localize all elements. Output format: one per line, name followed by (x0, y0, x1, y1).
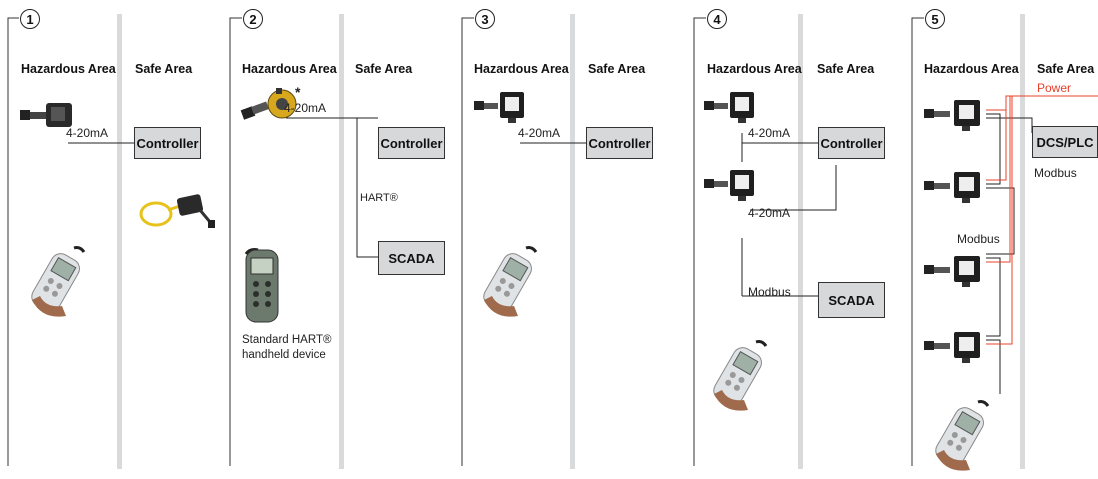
p2-hart-handheld-icon (244, 248, 279, 323)
p4-controller-box: Controller (818, 127, 885, 159)
p3-controller-box: Controller (586, 127, 653, 159)
p5-modbus-label-1: Modbus (1034, 166, 1077, 180)
p5-handheld-icon (935, 400, 990, 471)
p5-transmitter-1-icon (924, 100, 980, 131)
p2-handheld-label-1: Standard HART® (242, 334, 332, 346)
p2-hart-sensor-icon (240, 88, 297, 120)
panel-3-frame (461, 17, 474, 466)
p3-handheld-icon (483, 246, 538, 317)
p5-transmitter-3-icon (924, 256, 980, 287)
p5-power-2 (986, 96, 1007, 181)
p2-loop-label: 4-20mA (284, 101, 327, 115)
p4-modbus-label: Modbus (748, 285, 791, 299)
p4-transmitter-2-icon (704, 170, 754, 201)
p5-transmitter-4-icon (924, 332, 980, 363)
p5-safe-header: Safe Area (1037, 62, 1095, 76)
p3-loop-label: 4-20mA (518, 126, 561, 140)
panel-5-number: 5 (925, 9, 945, 29)
p5-modbus-label-2: Modbus (957, 232, 1000, 246)
p1-hazardous-header: Hazardous Area (21, 62, 116, 76)
panel-4-frame (693, 17, 706, 466)
p3-transmitter-icon (474, 92, 524, 123)
p2-asterisk: * (295, 84, 301, 100)
p2-hart-wire (356, 118, 378, 258)
p1-usb-modem-icon (139, 194, 215, 228)
panel-2-frame (229, 17, 242, 466)
p1-sensor-icon (20, 103, 72, 127)
p1-loop-label: 4-20mA (66, 126, 109, 140)
p4-hazardous-header: Hazardous Area (707, 62, 802, 76)
p2-hazardous-header: Hazardous Area (242, 62, 337, 76)
p5-power-label: Power (1037, 81, 1072, 95)
p4-transmitter-1-icon (704, 92, 754, 123)
divider-3 (570, 14, 575, 469)
divider-1 (117, 14, 122, 469)
p5-chain-1 (986, 113, 1001, 185)
p2-hart-label: HART® (360, 192, 398, 204)
p4-loop-label-1: 4-20mA (748, 126, 791, 140)
p4-safe-header: Safe Area (817, 62, 875, 76)
p1-controller-box: Controller (134, 127, 201, 159)
p2-scada-box: SCADA (378, 241, 445, 275)
p5-power-4 (986, 96, 1013, 345)
p2-safe-header: Safe Area (355, 62, 413, 76)
p4-loop-label-2: 4-20mA (748, 206, 791, 220)
p2-controller-box: Controller (378, 127, 445, 159)
p5-chain-4 (986, 339, 1001, 394)
p5-hazardous-header: Hazardous Area (924, 62, 1019, 76)
divider-2 (339, 14, 344, 469)
p3-hazardous-header: Hazardous Area (474, 62, 569, 76)
p5-to-dcs (986, 117, 1033, 133)
panel-2-number: 2 (243, 9, 263, 29)
p1-handheld-icon (31, 246, 86, 317)
divider-5 (1020, 14, 1025, 469)
panel-1-number: 1 (20, 9, 40, 29)
panel-5-frame (911, 17, 924, 466)
panel-3-number: 3 (475, 9, 495, 29)
p5-chain-2 (986, 187, 1015, 255)
p5-chain-3 (986, 257, 1001, 337)
p5-power-3 (986, 96, 1011, 263)
p5-power-main (986, 95, 1098, 111)
p5-transmitter-2-icon (924, 172, 980, 203)
p5-dcs-plc-box: DCS/PLC (1032, 126, 1098, 158)
p3-safe-header: Safe Area (588, 62, 646, 76)
p1-safe-header: Safe Area (135, 62, 193, 76)
panel-1-frame (7, 17, 19, 466)
p4-loop-wire-2 (750, 165, 837, 211)
p4-scada-box: SCADA (818, 282, 885, 318)
divider-4 (798, 14, 803, 469)
p2-handheld-label-2: handheld device (242, 349, 326, 361)
panel-4-number: 4 (707, 9, 727, 29)
p4-handheld-icon (713, 340, 768, 411)
